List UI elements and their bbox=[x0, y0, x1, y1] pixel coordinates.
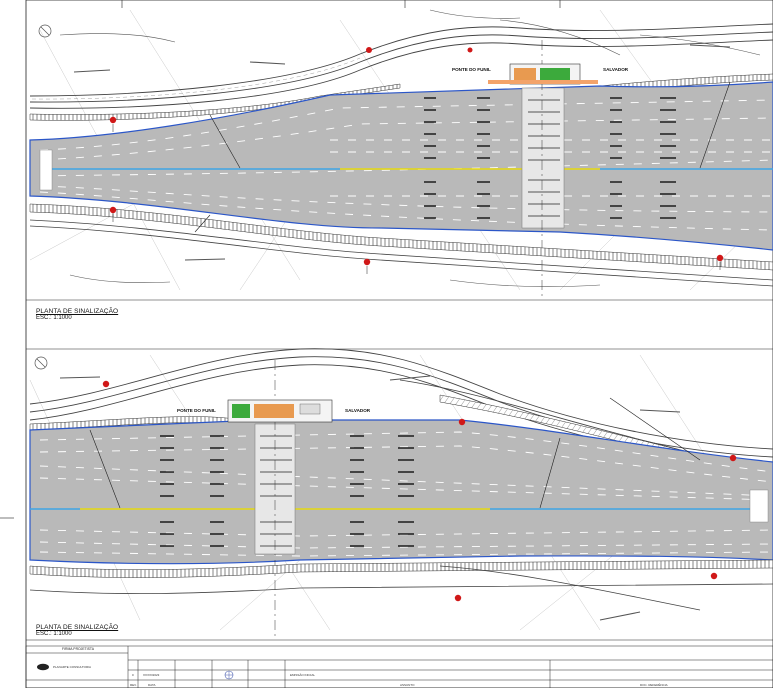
plan-top-scale: ESC.: 1:1000 bbox=[36, 315, 72, 321]
compass-logo-icon bbox=[224, 670, 234, 680]
north-arrow-icon-2 bbox=[34, 356, 48, 370]
col-subject: ASSUNTO bbox=[400, 683, 415, 687]
bottom-direction-left: PONTE DO FUNIL bbox=[177, 408, 216, 413]
revision-number: 0 bbox=[132, 673, 134, 677]
col-rev: REV. bbox=[130, 683, 137, 687]
bottom-direction-right: SALVADOR bbox=[345, 408, 371, 413]
plan-bottom-title: PLANTA DE SINALIZAÇÃO bbox=[36, 624, 119, 631]
revision-date: XX/XX/2023 bbox=[143, 673, 160, 677]
road-surface-2 bbox=[29, 419, 773, 565]
plan-top-title: PLANTA DE SINALIZAÇÃO bbox=[36, 308, 119, 315]
plan-bottom-scale: ESC.: 1:1000 bbox=[36, 631, 72, 637]
firm-logo-icon bbox=[37, 663, 49, 671]
toll-plaza-island bbox=[521, 87, 565, 229]
revision-description: EMISSÃO INICIAL bbox=[290, 673, 316, 677]
top-direction-left: PONTE DO FUNIL bbox=[452, 67, 491, 72]
firm-name: PLANARTE CONSULTORIA bbox=[53, 665, 92, 669]
north-arrow-icon bbox=[38, 24, 52, 38]
col-reference: DOC. REFERÊNCIA bbox=[640, 683, 668, 687]
title-block bbox=[25, 645, 773, 688]
top-direction-right: SALVADOR bbox=[603, 67, 629, 72]
plan-bottom bbox=[29, 348, 773, 640]
plan-top bbox=[29, 9, 773, 300]
firm-label: FIRMA PROJETISTA bbox=[62, 647, 94, 651]
col-date: DATA bbox=[148, 683, 156, 687]
